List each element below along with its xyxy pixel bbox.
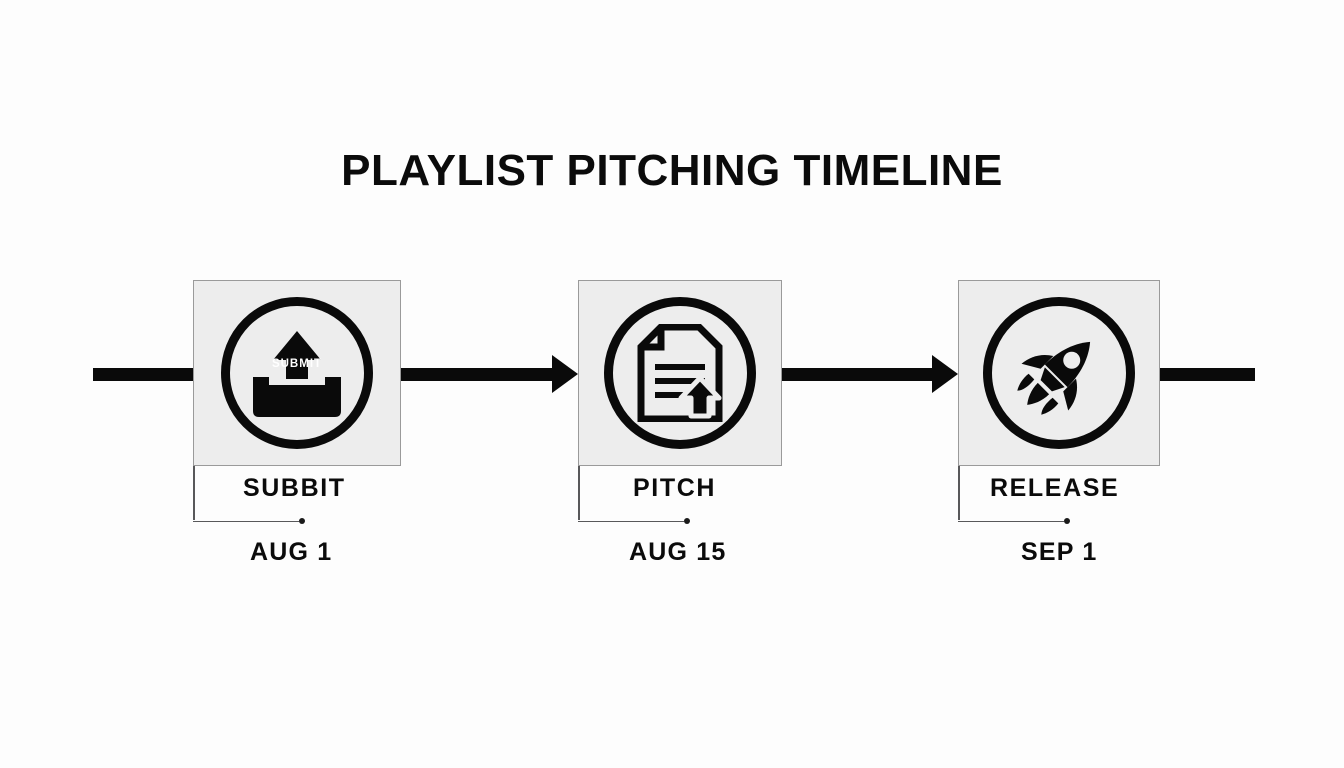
arrowhead-icon (932, 355, 958, 393)
timeline-node-label-release: RELEASE (990, 474, 1120, 502)
rocket-icon (1011, 325, 1107, 421)
timeline-node-label-submit: SUBBIT (243, 474, 346, 502)
bracket-end-dot (1064, 518, 1070, 524)
timeline-node-date-pitch: AUG 15 (629, 538, 727, 566)
bracket-horizontal-line (193, 520, 299, 522)
bracket-horizontal-line (578, 520, 684, 522)
icon-circle-release (983, 297, 1135, 449)
timeline-node-date-release: SEP 1 (1021, 538, 1098, 566)
timeline-node-pitch[interactable] (578, 280, 782, 466)
bracket-connector-release (958, 466, 1070, 524)
timeline-rail-left (93, 368, 197, 381)
connector-arrow-pitch-to-release (782, 355, 958, 393)
bracket-end-dot (299, 518, 305, 524)
icon-circle-pitch (604, 297, 756, 449)
bracket-vertical-line (578, 466, 580, 520)
arrowhead-icon (552, 355, 578, 393)
page-title: PLAYLIST PITCHING TIMELINE (341, 146, 1003, 195)
timeline-node-release[interactable] (958, 280, 1160, 466)
bracket-horizontal-line (958, 520, 1064, 522)
connector-arrow-submit-to-pitch (401, 355, 578, 393)
bracket-connector-pitch (578, 466, 690, 524)
document-upload-icon (637, 324, 723, 422)
connector-shaft (782, 368, 932, 381)
timeline-rail-right (1156, 368, 1255, 381)
icon-circle-submit: SUBMIT (221, 297, 373, 449)
bracket-vertical-line (193, 466, 195, 520)
timeline-node-date-submit: AUG 1 (250, 538, 333, 566)
bracket-connector-submit (193, 466, 305, 524)
connector-shaft (401, 368, 552, 381)
bracket-end-dot (684, 518, 690, 524)
upload-tray-icon (247, 327, 347, 419)
timeline-node-label-pitch: PITCH (633, 474, 716, 502)
timeline-node-submit[interactable]: SUBMIT (193, 280, 401, 466)
bracket-vertical-line (958, 466, 960, 520)
